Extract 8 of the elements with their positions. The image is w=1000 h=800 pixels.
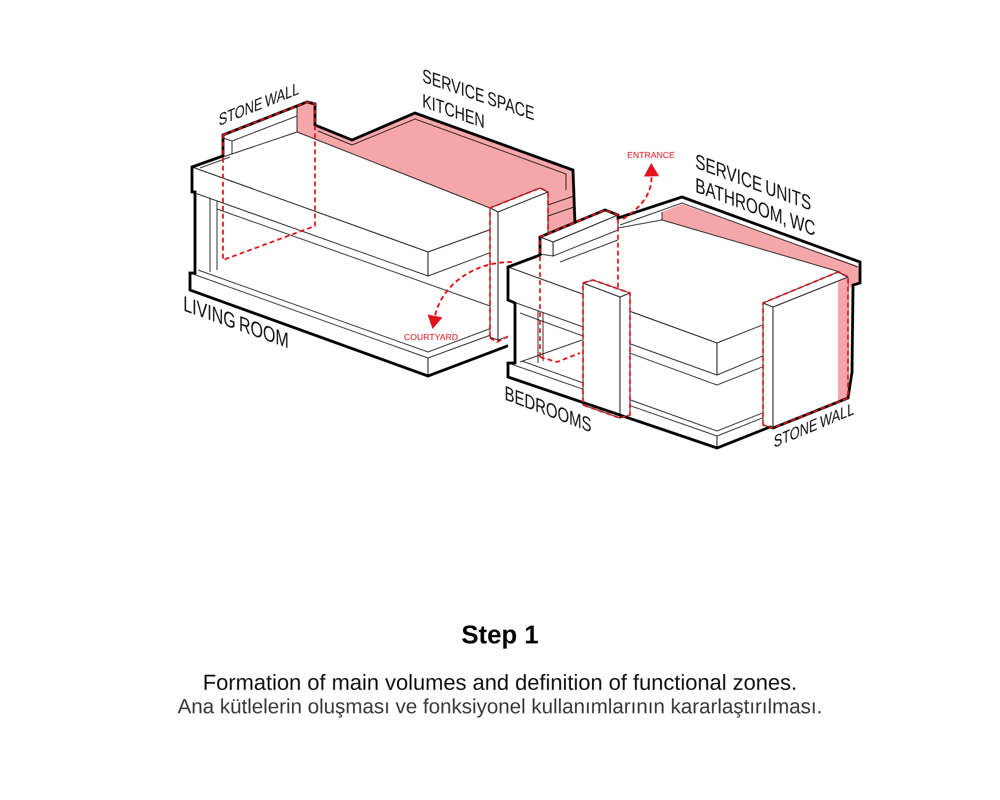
area-label: LIVING ROOM	[184, 296, 288, 348]
caption-text: Ana kütlelerin oluşması ve fonksiyonel kullanımlarının kararlaştırılması.	[178, 698, 820, 718]
direction-label: COURTYARD	[404, 334, 458, 340]
caption-text: Formation of main volumes and definition of functional zones.	[204, 674, 796, 690]
area-label: STONE WALL	[774, 404, 854, 447]
area-label: STONE WALL	[219, 84, 299, 125]
step-title: Step 1	[462, 625, 538, 649]
direction-label: ENTRANCE	[628, 152, 674, 158]
